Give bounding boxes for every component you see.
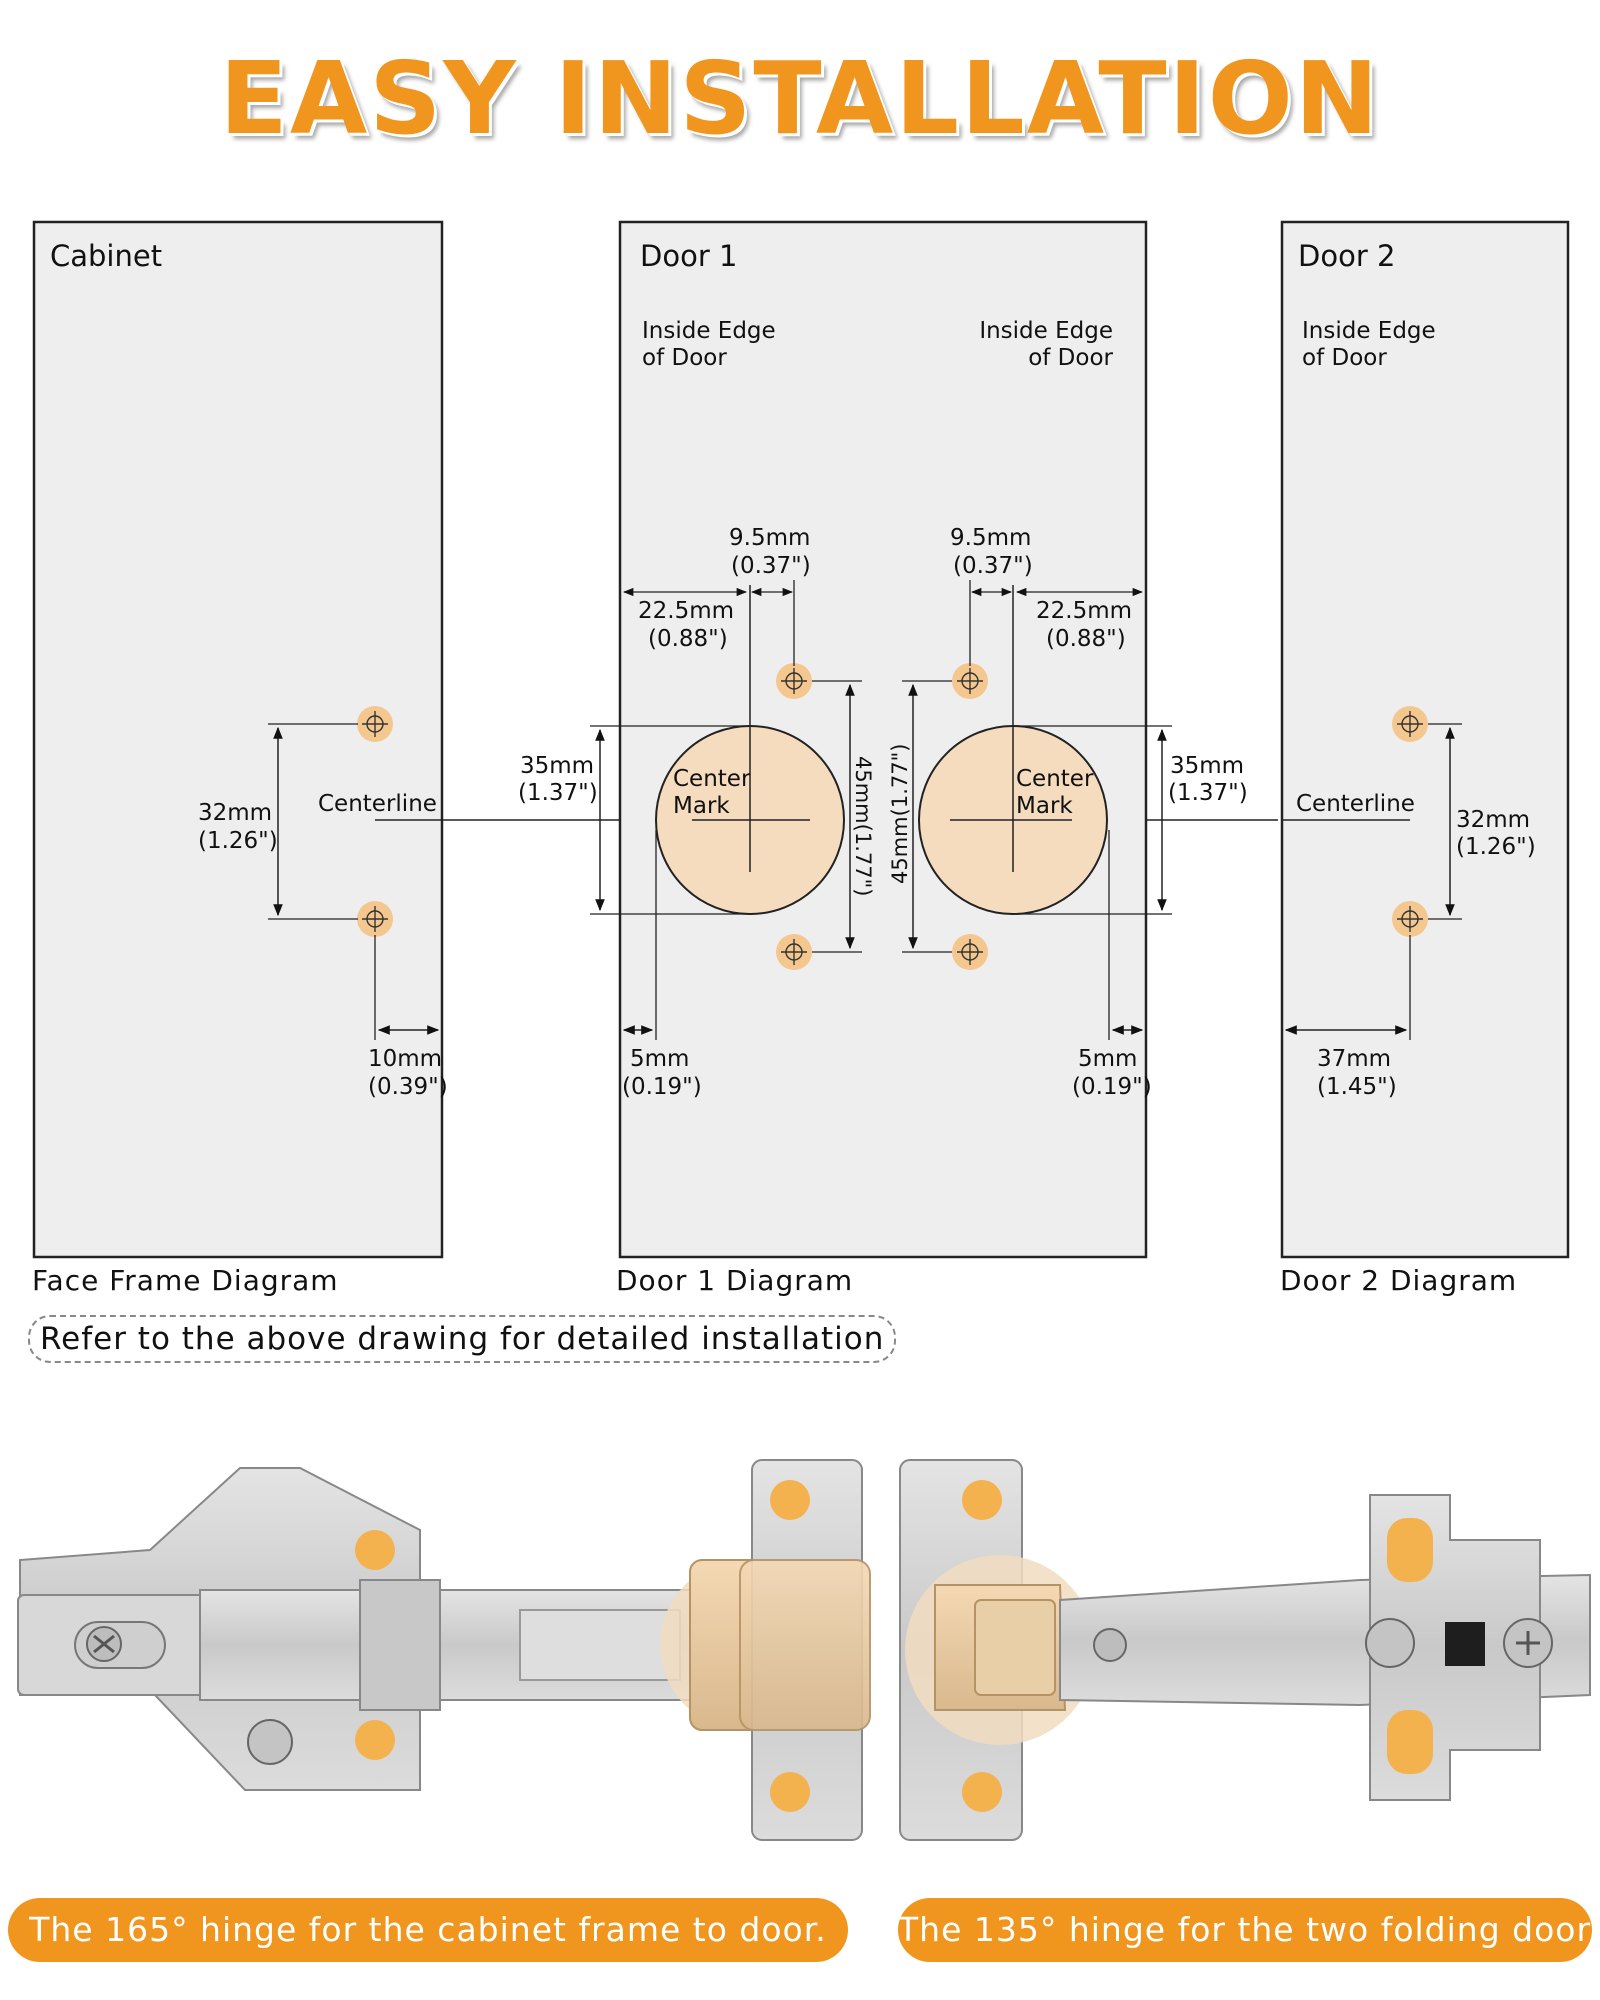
cabinet-dim-10mm: 10mm: [368, 1046, 442, 1072]
cabinet-panel: Cabinet Centerline 32mm (1.26") 10mm (0.…: [32, 220, 1278, 1259]
door2-title: Door 2: [1298, 239, 1395, 273]
door1-dim-45mm-left: 45mm(1.77"): [851, 756, 875, 896]
door2-centerline-label: Centerline: [1296, 791, 1415, 817]
door1-dim-22.5mm-right: 22.5mm: [1036, 598, 1132, 624]
door1-dim-35mm-right-inch: (1.37"): [1168, 780, 1248, 806]
cabinet-dim-32mm-inch: (1.26"): [198, 828, 278, 854]
screw-hole: [775, 933, 813, 971]
hinge-135-image: [899, 1459, 1591, 1841]
door1-dim-9.5mm-right-inch: (0.37"): [953, 553, 1033, 579]
door2-inside-edge: Inside Edge: [1302, 318, 1436, 344]
door1-dim-22.5mm-left: 22.5mm: [638, 598, 734, 624]
door2-dim-32mm: 32mm: [1456, 807, 1530, 833]
door2-dim-37mm: 37mm: [1317, 1046, 1391, 1072]
door1-dim-9.5mm-left: 9.5mm: [729, 525, 810, 551]
center-mark-left-2: Mark: [673, 793, 730, 819]
door2-inside-edge-2: of Door: [1302, 345, 1387, 371]
cabinet-title: Cabinet: [50, 239, 162, 273]
caption-door1: Door 1 Diagram: [616, 1264, 854, 1297]
door2-dim-37mm-inch: (1.45"): [1317, 1074, 1397, 1100]
caption-door2: Door 2 Diagram: [1280, 1264, 1518, 1297]
door1-inside-edge-right-2: of Door: [1028, 345, 1113, 371]
door1-inside-edge-left: Inside Edge: [642, 318, 776, 344]
door1-dim-35mm-left: 35mm: [520, 753, 594, 779]
hinge-135-label: The 135° hinge for the two folding door.: [898, 1898, 1599, 1962]
page-title: EASY INSTALLATION: [219, 40, 1381, 157]
door2-panel: Door 2 Inside Edge of Door Centerline 32…: [1280, 220, 1570, 1259]
center-mark-right: Center: [1016, 766, 1094, 792]
cabinet-centerline-label: Centerline: [318, 791, 437, 817]
door2-dim-32mm-inch: (1.26"): [1456, 834, 1536, 860]
hinge-165-image: [17, 1459, 871, 1841]
caption-face-frame: Face Frame Diagram: [32, 1264, 339, 1297]
installation-note: Refer to the above drawing for detailed …: [28, 1315, 897, 1363]
hinge-illustrations: [17, 1459, 1591, 1841]
cabinet-dim-10mm-inch: (0.39"): [368, 1074, 448, 1100]
door1-dim-5mm-left-inch: (0.19"): [622, 1074, 702, 1100]
center-mark-left: Center: [673, 766, 751, 792]
door1-dim-35mm-left-inch: (1.37"): [518, 780, 598, 806]
door1-dim-9.5mm-right: 9.5mm: [950, 525, 1031, 551]
door1-dim-9.5mm-left-inch: (0.37"): [731, 553, 811, 579]
screw-hole: [1391, 900, 1429, 938]
door1-dim-45mm-right: 45mm(1.77"): [888, 744, 912, 884]
door1-dim-22.5mm-right-inch: (0.88"): [1046, 626, 1126, 652]
door1-dim-5mm-left: 5mm: [630, 1046, 689, 1072]
screw-hole: [356, 705, 394, 743]
door1-dim-35mm-right: 35mm: [1170, 753, 1244, 779]
screw-hole: [775, 662, 813, 700]
screw-hole: [951, 933, 989, 971]
screw-hole: [951, 662, 989, 700]
door1-dim-5mm-right-inch: (0.19"): [1072, 1074, 1152, 1100]
door1-inside-edge-right: Inside Edge: [979, 318, 1113, 344]
door1-dim-22.5mm-left-inch: (0.88"): [648, 626, 728, 652]
door1-title: Door 1: [640, 239, 737, 273]
hinge-165-label: The 165° hinge for the cabinet frame to …: [8, 1898, 848, 1962]
installation-diagram: Cabinet Centerline 32mm (1.26") 10mm (0.…: [32, 220, 1570, 1259]
screw-hole: [356, 900, 394, 938]
door1-dim-5mm-right: 5mm: [1078, 1046, 1137, 1072]
screw-hole: [1391, 705, 1429, 743]
door1-inside-edge-left-2: of Door: [642, 345, 727, 371]
door1-panel: Door 1 Inside Edge of Door Inside Edge o…: [518, 220, 1248, 1259]
center-mark-right-2: Mark: [1016, 793, 1073, 819]
cabinet-dim-32mm: 32mm: [198, 800, 272, 826]
